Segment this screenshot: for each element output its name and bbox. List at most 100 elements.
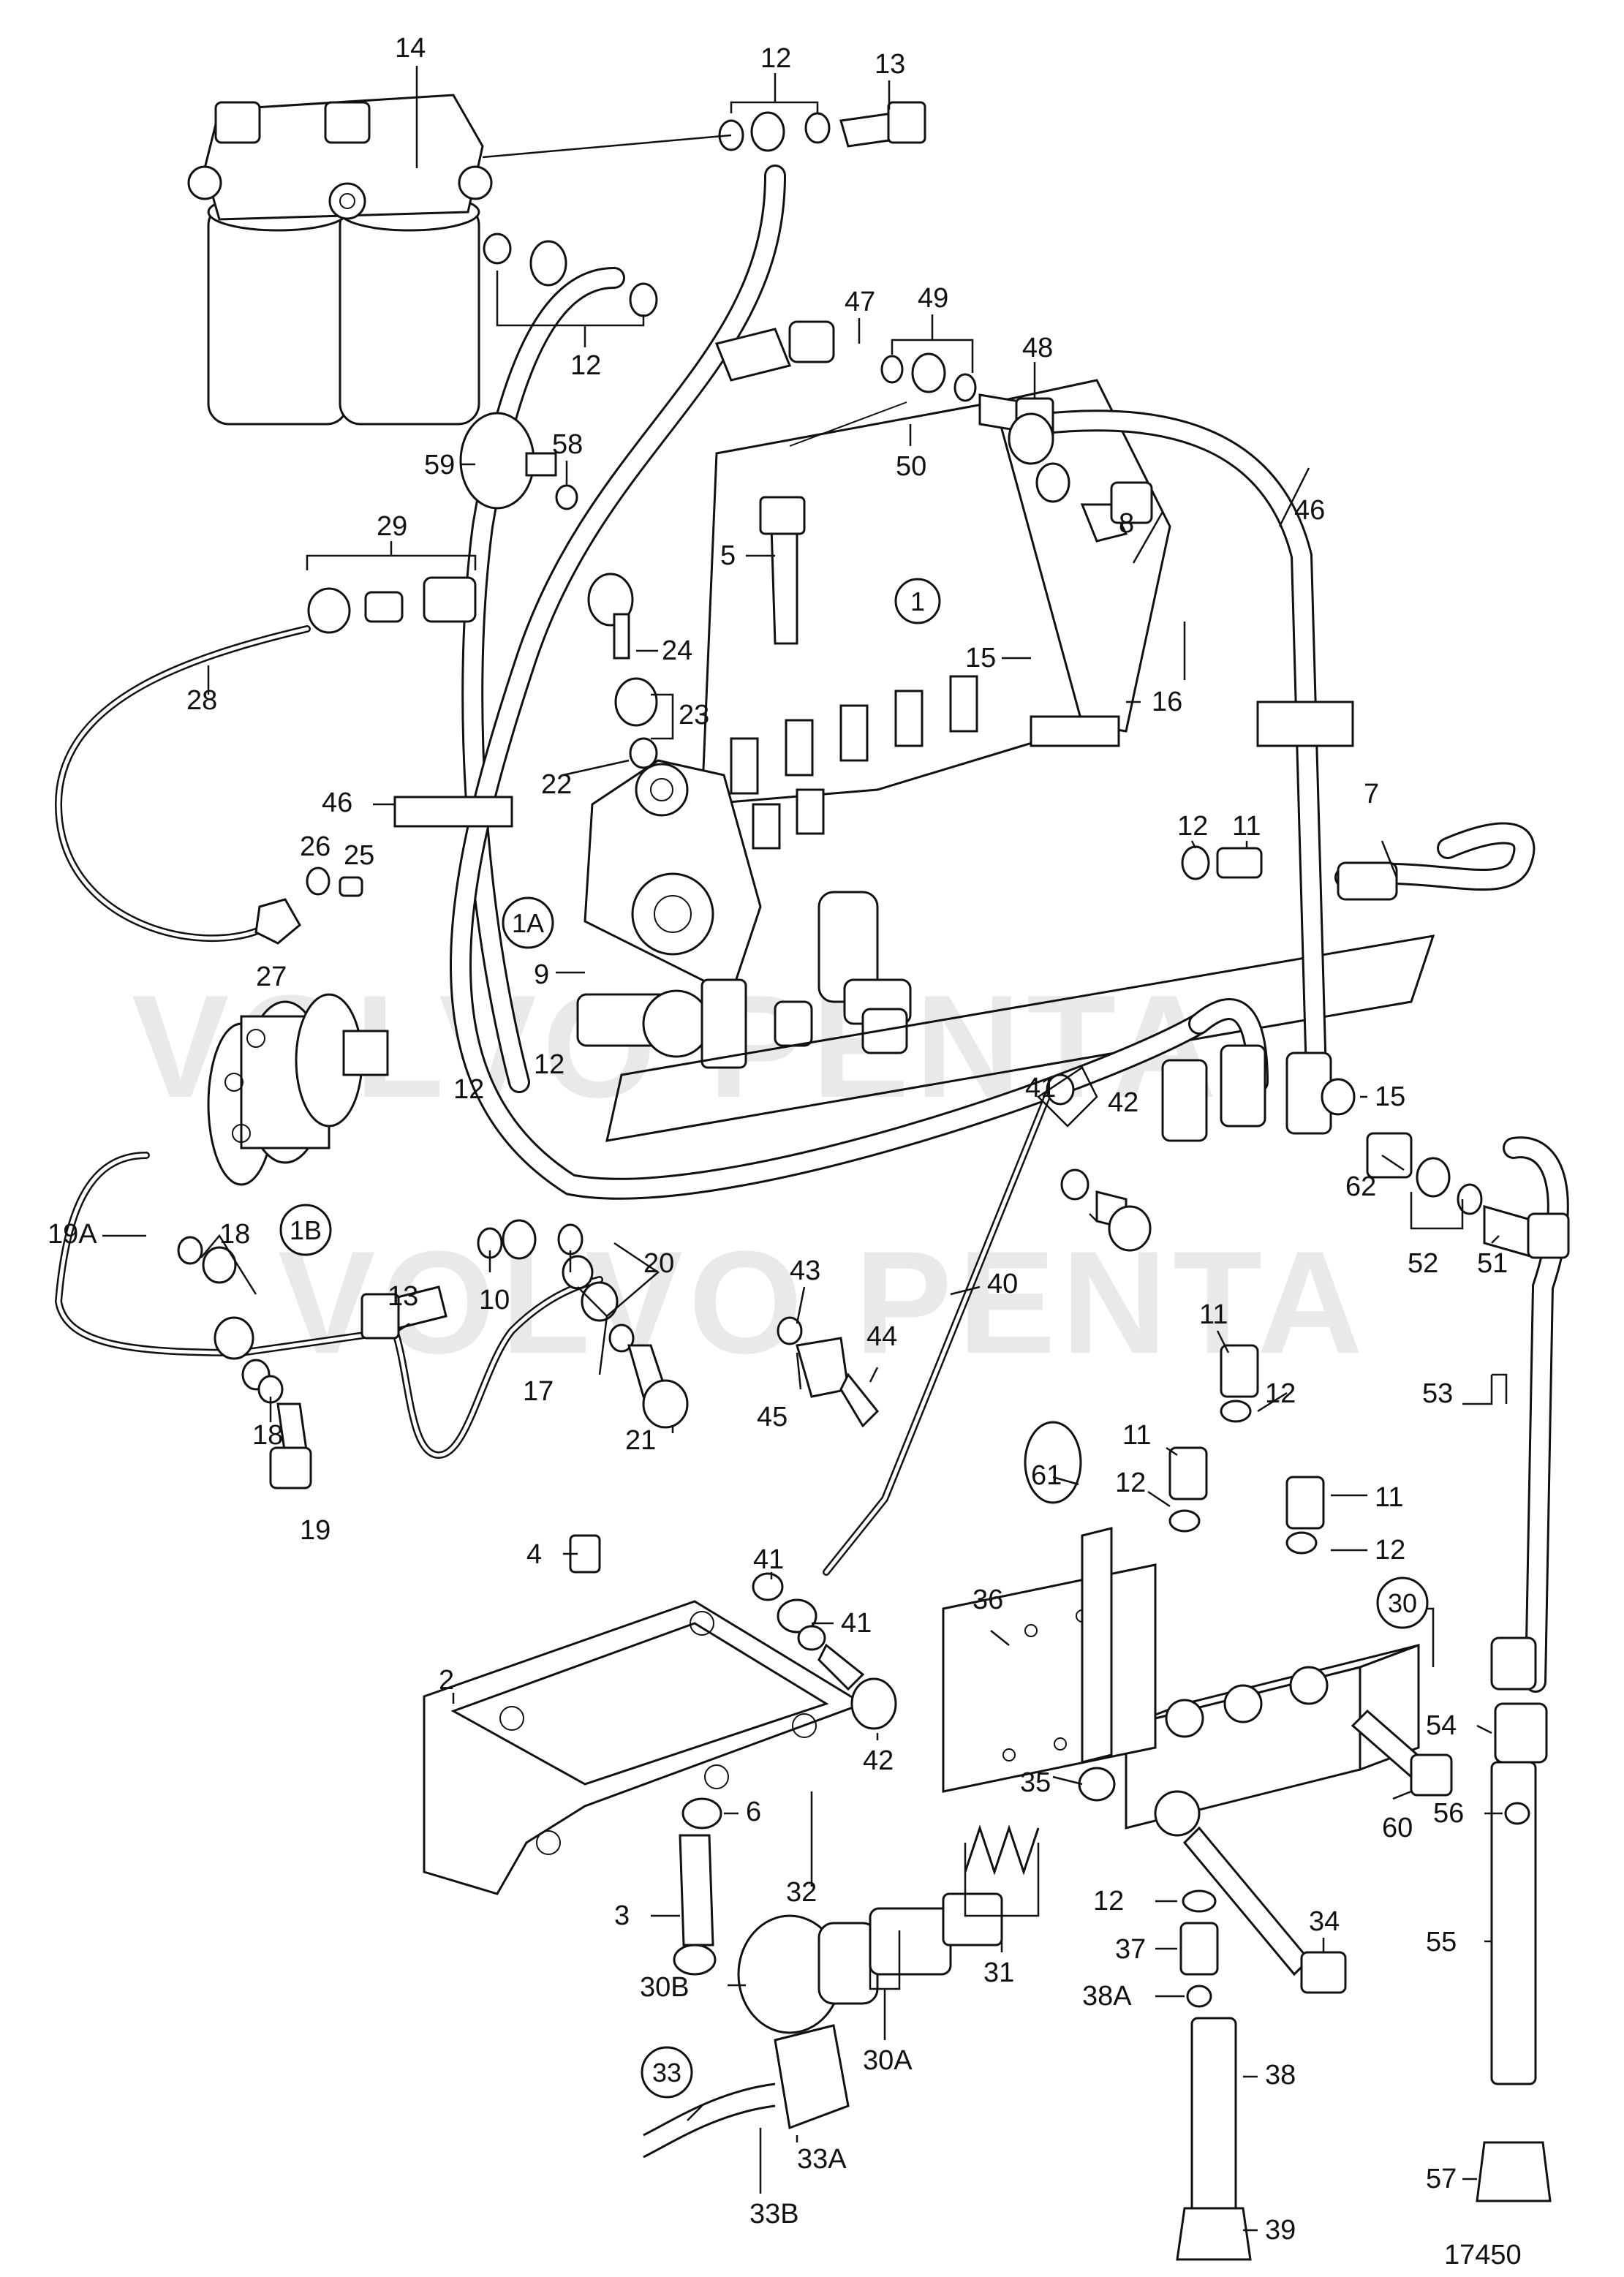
- callout-22: 22: [541, 769, 572, 800]
- circle-1b: [279, 1204, 332, 1256]
- callout-13-top: 13: [875, 49, 905, 80]
- callout-4: 4: [526, 1539, 542, 1570]
- callout-8: 8: [1119, 508, 1134, 539]
- callout-58: 58: [552, 429, 583, 460]
- callout-36: 36: [972, 1585, 1003, 1615]
- callout-45: 45: [757, 1402, 788, 1432]
- callout-33b: 33B: [749, 2199, 799, 2229]
- callout-12-upper: 12: [570, 350, 601, 381]
- callout-18-upper: 18: [219, 1219, 250, 1250]
- callout-54: 54: [1426, 1710, 1457, 1741]
- callout-30a: 30A: [863, 2045, 913, 2076]
- callout-11-d: 11: [1122, 1420, 1151, 1451]
- callout-30: 30: [1388, 1588, 1417, 1618]
- callout-42-lower: 42: [863, 1745, 894, 1776]
- callout-19: 19: [300, 1515, 331, 1546]
- callout-27: 27: [256, 962, 287, 992]
- callout-33a: 33A: [797, 2144, 847, 2175]
- callout-11-mid: 11: [1232, 811, 1261, 842]
- callout-25: 25: [344, 840, 374, 871]
- callout-12-left-b: 12: [453, 1074, 484, 1105]
- callout-46-right: 46: [1294, 495, 1325, 526]
- callout-12-e: 12: [1375, 1535, 1405, 1566]
- callout-35: 35: [1020, 1767, 1051, 1798]
- callout-41-upper: 41: [1025, 1073, 1056, 1103]
- callout-29: 29: [377, 511, 407, 542]
- solenoid-valve: [643, 1824, 1040, 2159]
- callout-30b: 30B: [640, 1972, 690, 2003]
- callout-55: 55: [1426, 1927, 1457, 1957]
- callout-38: 38: [1265, 2060, 1296, 2091]
- drive-coupling: [207, 993, 389, 1186]
- callout-57: 57: [1426, 2164, 1457, 2194]
- drawing-number: 17450: [1444, 2240, 1522, 2270]
- callout-31: 31: [983, 1957, 1014, 1988]
- callout-47: 47: [845, 287, 875, 317]
- callout-2: 2: [439, 1665, 454, 1696]
- callout-28: 28: [186, 685, 217, 716]
- callout-49: 49: [918, 283, 948, 314]
- callout-11-e: 11: [1375, 1482, 1403, 1513]
- callout-14: 14: [395, 33, 426, 64]
- callout-39: 39: [1265, 2215, 1296, 2246]
- callout-21: 21: [625, 1425, 656, 1456]
- callout-9: 9: [534, 959, 549, 990]
- callout-16: 16: [1152, 687, 1182, 717]
- callout-6: 6: [746, 1797, 761, 1827]
- callout-1b: 1B: [290, 1215, 322, 1245]
- callout-3: 3: [614, 1900, 630, 1931]
- callout-1: 1: [910, 586, 925, 616]
- callout-12-d: 12: [1115, 1468, 1146, 1498]
- callout-5: 5: [720, 540, 736, 571]
- callout-23: 23: [679, 700, 709, 730]
- callout-12-f: 12: [1093, 1886, 1124, 1917]
- callout-41-lower-a: 41: [753, 1544, 784, 1575]
- callout-12-top: 12: [760, 43, 791, 74]
- callout-38a: 38A: [1082, 1981, 1132, 2012]
- callout-10: 10: [479, 1285, 510, 1315]
- callout-41-lower-b: 41: [841, 1608, 872, 1639]
- valve-block: [942, 1421, 1420, 1837]
- callout-labels: 14 12 13 12 47 49 48 50 59 58 29 28 5 8 …: [48, 33, 1508, 2246]
- circle-1a: [502, 896, 554, 949]
- callout-51: 51: [1477, 1248, 1508, 1279]
- callout-61: 61: [1031, 1460, 1062, 1491]
- small-fittings: [177, 101, 1570, 2261]
- circle-30: [1376, 1576, 1429, 1629]
- callout-34: 34: [1309, 1906, 1340, 1937]
- fuel-hoses: [54, 165, 1569, 2254]
- fuel-filter-assembly: [187, 94, 493, 426]
- callout-42-upper: 42: [1108, 1087, 1138, 1118]
- circled-callouts: 1 1A 1B 30 33: [279, 578, 1429, 2099]
- callout-17: 17: [523, 1376, 554, 1407]
- callout-52: 52: [1408, 1248, 1438, 1279]
- callout-24: 24: [662, 635, 692, 666]
- callout-33: 33: [652, 2058, 681, 2088]
- callout-32: 32: [786, 1877, 817, 1908]
- callout-50: 50: [896, 451, 926, 482]
- callout-11-c: 11: [1199, 1299, 1228, 1330]
- callout-37: 37: [1115, 1934, 1146, 1965]
- callout-48: 48: [1022, 333, 1053, 363]
- callout-26: 26: [300, 831, 331, 862]
- callout-44: 44: [866, 1321, 897, 1352]
- callout-60: 60: [1382, 1813, 1413, 1843]
- callout-20: 20: [643, 1248, 674, 1279]
- callout-18-lower: 18: [252, 1420, 283, 1451]
- callout-12-mid: 12: [1177, 811, 1208, 842]
- callout-43: 43: [790, 1255, 820, 1286]
- mounting-bracket: [423, 1600, 866, 1895]
- callout-12-c: 12: [1265, 1378, 1296, 1409]
- callout-15-lower: 15: [1375, 1081, 1405, 1112]
- circle-33: [641, 2046, 693, 2099]
- callout-19a: 19A: [48, 1219, 97, 1250]
- callout-62: 62: [1345, 1171, 1376, 1202]
- callout-46-left: 46: [322, 788, 352, 818]
- callout-59: 59: [424, 450, 455, 480]
- callout-40: 40: [987, 1269, 1018, 1299]
- callout-1a: 1A: [512, 908, 544, 938]
- callout-53: 53: [1422, 1378, 1453, 1409]
- callout-12-left-a: 12: [534, 1049, 564, 1080]
